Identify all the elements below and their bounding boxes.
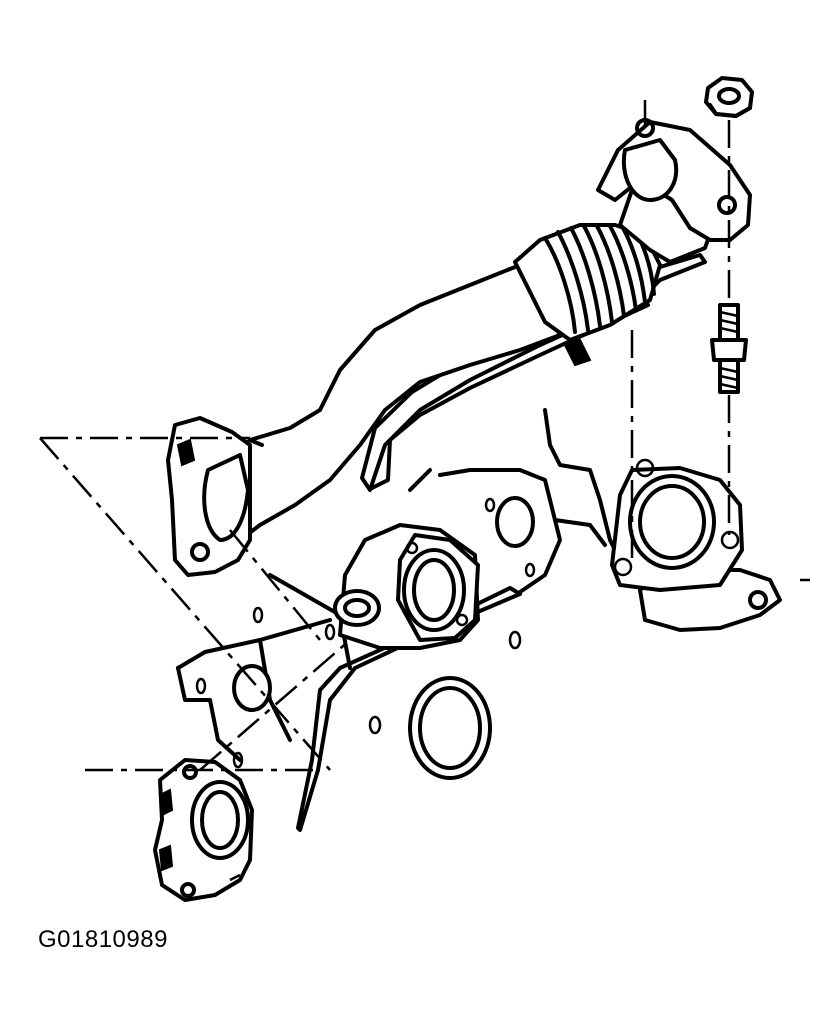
engine-cylinder-head-outline	[176, 408, 622, 832]
center-manifold-outlet	[333, 523, 480, 650]
left-manifold-flange	[153, 758, 254, 902]
assembly-centerlines	[39, 100, 810, 882]
crossover-pipe	[166, 118, 752, 577]
exhaust-stud	[710, 303, 748, 394]
right-manifold-flange	[610, 458, 782, 632]
flange-nut	[704, 76, 754, 118]
figure-code-label: G01810989	[38, 926, 168, 953]
